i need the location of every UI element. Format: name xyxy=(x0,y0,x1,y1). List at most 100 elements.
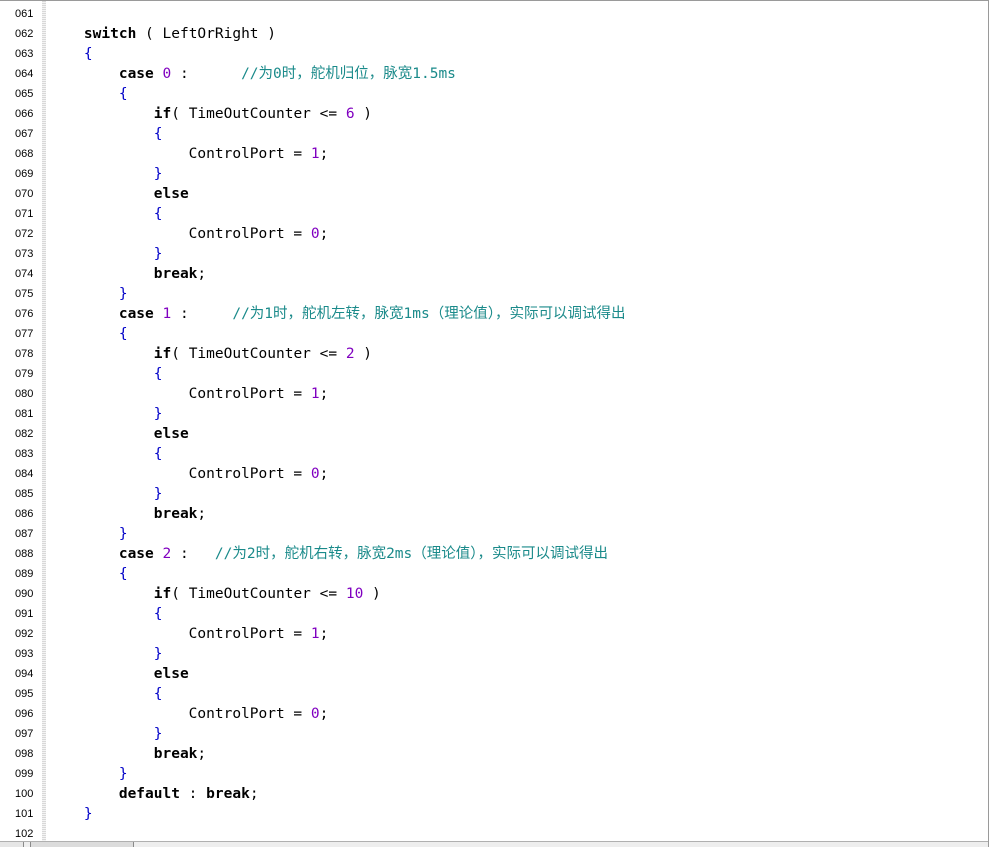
code-line[interactable]: } xyxy=(49,804,985,824)
code-area[interactable]: switch ( LeftOrRight ) { case 0 : //为0时，… xyxy=(49,4,985,841)
code-token xyxy=(49,26,84,42)
code-line[interactable]: case 2 : //为2时，舵机右转，脉宽2ms（理论值），实际可以调试得出 xyxy=(49,544,985,564)
code-line[interactable]: ControlPort = 1; xyxy=(49,144,985,164)
code-line[interactable]: ControlPort = 0; xyxy=(49,224,985,244)
code-line[interactable]: { xyxy=(49,124,985,144)
code-line[interactable]: default : break; xyxy=(49,784,985,804)
line-number: 065 xyxy=(15,88,34,100)
line-number: 078 xyxy=(15,348,34,360)
line-number: 079 xyxy=(15,368,34,380)
line-number: 089 xyxy=(15,568,34,580)
code-line[interactable]: else xyxy=(49,424,985,444)
code-line[interactable]: ControlPort = 1; xyxy=(49,384,985,404)
code-token xyxy=(49,586,154,602)
line-number: 083 xyxy=(15,448,34,460)
code-line[interactable]: { xyxy=(49,324,985,344)
comment-token: //为1时，舵机左转，脉宽1ms（理论值），实际可以调试得出 xyxy=(232,306,626,322)
code-token xyxy=(49,126,154,142)
keyword-token: case xyxy=(118,546,154,562)
code-token xyxy=(49,766,119,782)
code-line[interactable]: break; xyxy=(49,264,985,284)
code-line[interactable]: { xyxy=(49,684,985,704)
line-number: 097 xyxy=(15,728,34,740)
keyword-token: break xyxy=(153,746,198,762)
code-token: ControlPort = xyxy=(49,706,311,722)
code-token xyxy=(49,786,119,802)
code-line[interactable]: ControlPort = 1; xyxy=(49,624,985,644)
code-line[interactable]: } xyxy=(49,244,985,264)
scrollbar-thumb[interactable] xyxy=(30,842,134,847)
code-token xyxy=(49,46,84,62)
brace-token: { xyxy=(153,606,163,622)
line-number: 084 xyxy=(15,468,34,480)
line-number: 071 xyxy=(15,208,34,220)
code-line[interactable]: { xyxy=(49,604,985,624)
code-token xyxy=(49,66,119,82)
code-line[interactable]: } xyxy=(49,644,985,664)
line-number: 081 xyxy=(15,408,34,420)
code-token xyxy=(49,526,119,542)
line-number: 077 xyxy=(15,328,34,340)
line-number: 070 xyxy=(15,188,34,200)
code-line[interactable]: } xyxy=(49,164,985,184)
code-line[interactable]: { xyxy=(49,44,985,64)
line-number: 064 xyxy=(15,68,34,80)
code-token: ControlPort = xyxy=(49,626,311,642)
line-number: 075 xyxy=(15,288,34,300)
code-line[interactable]: case 0 : //为0时，舵机归位，脉宽1.5ms xyxy=(49,64,985,84)
code-line[interactable]: if( TimeOutCounter <= 2 ) xyxy=(49,344,985,364)
line-number: 085 xyxy=(15,488,34,500)
code-line[interactable]: if( TimeOutCounter <= 6 ) xyxy=(49,104,985,124)
line-number: 067 xyxy=(15,128,34,140)
number-token: 2 xyxy=(345,346,355,362)
line-number: 102 xyxy=(15,828,34,840)
code-line[interactable]: break; xyxy=(49,504,985,524)
code-line[interactable]: ControlPort = 0; xyxy=(49,704,985,724)
code-token xyxy=(49,406,154,422)
code-token: ; xyxy=(319,626,329,642)
code-token: ; xyxy=(319,226,329,242)
code-line[interactable]: else xyxy=(49,184,985,204)
line-number: 068 xyxy=(15,148,34,160)
scroll-left-arrow-icon[interactable] xyxy=(0,842,24,847)
code-token: ; xyxy=(249,786,259,802)
code-line[interactable]: { xyxy=(49,444,985,464)
code-token xyxy=(49,546,119,562)
code-line[interactable]: } xyxy=(49,724,985,744)
code-token xyxy=(154,306,163,322)
line-number: 072 xyxy=(15,228,34,240)
horizontal-scrollbar[interactable] xyxy=(0,841,988,847)
code-line[interactable]: { xyxy=(49,364,985,384)
code-line[interactable]: if( TimeOutCounter <= 10 ) xyxy=(49,584,985,604)
code-line[interactable]: } xyxy=(49,404,985,424)
line-number: 098 xyxy=(15,748,34,760)
code-line[interactable] xyxy=(49,4,985,24)
code-line[interactable]: case 1 : //为1时，舵机左转，脉宽1ms（理论值），实际可以调试得出 xyxy=(49,304,985,324)
code-line[interactable]: } xyxy=(49,484,985,504)
number-token: 0 xyxy=(310,706,320,722)
code-token xyxy=(49,746,154,762)
brace-token: } xyxy=(153,166,163,182)
code-line[interactable]: else xyxy=(49,664,985,684)
code-line[interactable]: } xyxy=(49,284,985,304)
code-line[interactable]: break; xyxy=(49,744,985,764)
code-line[interactable]: { xyxy=(49,564,985,584)
number-token: 2 xyxy=(162,546,172,562)
code-line[interactable]: switch ( LeftOrRight ) xyxy=(49,24,985,44)
code-line[interactable]: { xyxy=(49,84,985,104)
code-line[interactable]: } xyxy=(49,524,985,544)
keyword-token: if xyxy=(153,346,172,362)
code-token xyxy=(49,86,119,102)
code-line[interactable]: } xyxy=(49,764,985,784)
line-number: 100 xyxy=(15,788,34,800)
brace-token: { xyxy=(153,206,163,222)
code-line[interactable]: ControlPort = 0; xyxy=(49,464,985,484)
keyword-token: if xyxy=(153,586,172,602)
code-line[interactable]: { xyxy=(49,204,985,224)
code-token: ; xyxy=(319,146,329,162)
code-token xyxy=(49,806,84,822)
code-token xyxy=(49,566,119,582)
number-token: 6 xyxy=(345,106,355,122)
